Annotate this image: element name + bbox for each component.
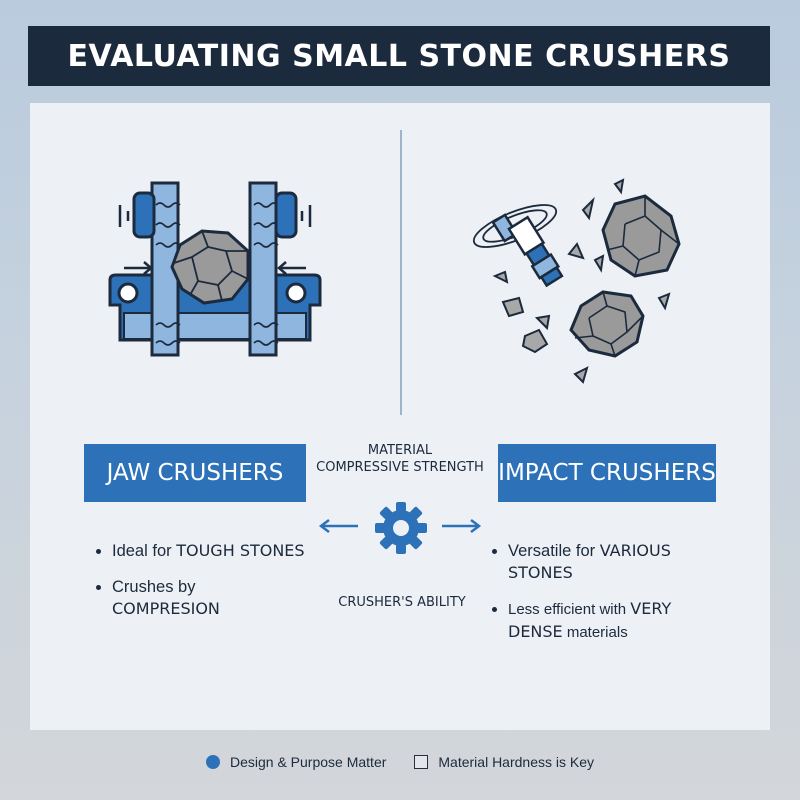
title-banner: EVALUATING SMALL STONE CRUSHERS <box>28 26 770 86</box>
gear-icon <box>375 502 427 554</box>
legend-item-design: Design & Purpose Matter <box>205 754 387 770</box>
impact-crusher-illustration <box>472 178 681 384</box>
jaw-crusher-bullets: Ideal for TOUGH STONES Crushes by COMPRE… <box>94 540 309 634</box>
jaw-crusher-illustration <box>108 181 322 357</box>
impact-crushers-label-text: IMPACT CRUSHERS <box>498 460 716 486</box>
list-item: Versatile for VARIOUS STONES <box>490 540 705 584</box>
page-title: EVALUATING SMALL STONE CRUSHERS <box>67 38 731 74</box>
list-item: Ideal for TOUGH STONES <box>94 540 309 562</box>
jaw-crushers-label-text: JAW CRUSHERS <box>106 460 284 486</box>
legend-label: Material Hardness is Key <box>438 754 595 770</box>
impact-crushers-label: IMPACT CRUSHERS <box>498 444 716 502</box>
list-item: Less efficient with VERY DENSE materials <box>490 598 720 644</box>
legend: Design & Purpose Matter Material Hardnes… <box>0 750 800 774</box>
impact-crusher-bullets: Versatile for VARIOUS STONES Less effici… <box>490 540 720 658</box>
blue-circle-icon <box>205 755 220 769</box>
legend-label: Design & Purpose Matter <box>229 754 387 770</box>
square-icon <box>414 755 429 769</box>
material-strength-line1: MATERIAL <box>367 443 433 458</box>
center-divider <box>400 130 402 415</box>
comparison-arrows <box>318 502 482 554</box>
material-strength-line2: COMPRESSIVE STRENGTH <box>316 460 484 475</box>
legend-item-hardness: Material Hardness is Key <box>414 754 594 770</box>
stone-shape <box>170 229 250 305</box>
jaw-crushers-label: JAW CRUSHERS <box>84 444 306 502</box>
list-item: Crushes by COMPRESION <box>94 576 264 620</box>
material-strength-label: MATERIAL COMPRESSIVE STRENGTH <box>304 442 496 476</box>
crusher-ability-text: CRUSHER'S ABILITY <box>338 595 466 610</box>
crusher-ability-label: CRUSHER'S ABILITY <box>314 594 490 611</box>
